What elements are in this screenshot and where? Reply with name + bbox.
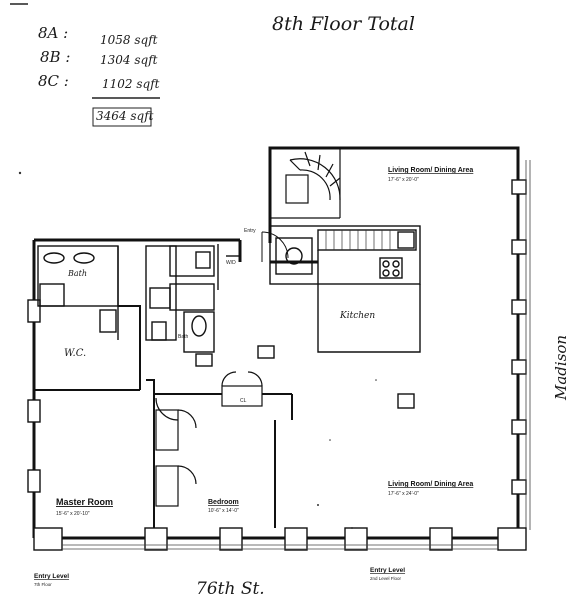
entry-label: Entry bbox=[244, 228, 256, 234]
bath2-label: Bath bbox=[178, 334, 189, 340]
entry-level-left-title: Entry Level bbox=[34, 573, 69, 580]
kitchen-cabinets bbox=[325, 230, 391, 250]
total-box bbox=[92, 107, 152, 127]
right-windows bbox=[525, 160, 531, 530]
living-room-top-dim: 17'-6" x 20'-0" bbox=[388, 177, 419, 183]
bottom-facade-piers bbox=[33, 527, 527, 551]
bedroom-label: Bedroom bbox=[208, 499, 239, 506]
unit-8c-label: 8C : bbox=[38, 72, 69, 90]
bath-cluster bbox=[37, 244, 240, 367]
structural-columns bbox=[257, 345, 415, 409]
bedroom-dim: 10'-6" x 14'-0" bbox=[208, 508, 239, 514]
street-east: Madison bbox=[552, 335, 570, 401]
total-area: 3464 sqft bbox=[96, 109, 154, 123]
level-labels: Entry Level 7th Floor Entry Level 2nd Le… bbox=[34, 567, 405, 587]
spiral-stair bbox=[270, 148, 341, 219]
master-room-label: Master Room bbox=[56, 497, 113, 507]
bath-label: Bath bbox=[67, 269, 87, 278]
unit-8c-area: 1102 sqft bbox=[102, 77, 160, 91]
entry-level-right-title: Entry Level bbox=[370, 567, 405, 574]
notes-title: 8th Floor Total bbox=[272, 13, 415, 35]
wc-label: W.C. bbox=[64, 348, 86, 359]
living-room-bottom-dim: 17'-6" x 24'-0" bbox=[388, 491, 419, 497]
entry-door bbox=[261, 231, 289, 262]
street-south: 76th St. bbox=[196, 579, 265, 599]
unit-8a-area: 1058 sqft bbox=[100, 33, 158, 47]
wd-label: W/D bbox=[226, 260, 236, 266]
unit-8b-label: 8B : bbox=[40, 48, 70, 66]
living-room-top-label: Living Room/ Dining Area bbox=[388, 167, 473, 174]
interior-walls bbox=[34, 305, 293, 528]
left-facade-piers bbox=[27, 299, 41, 493]
unit-8a-label: 8A : bbox=[38, 24, 68, 42]
bottom-windows bbox=[62, 544, 498, 550]
kitchen-block bbox=[269, 225, 421, 353]
closet-label: CL bbox=[240, 398, 247, 404]
entry-level-left-sub: 7th Floor bbox=[34, 582, 52, 587]
kitchen-label: Kitchen bbox=[339, 311, 375, 321]
scan-specks bbox=[18, 171, 377, 529]
room-labels: Living Room/ Dining Area 17'-6" x 20'-0"… bbox=[56, 167, 473, 517]
bedroom-closets bbox=[155, 371, 263, 507]
master-room-dim: 15'-6" x 20'-10" bbox=[56, 511, 90, 517]
unit-8b-area: 1304 sqft bbox=[100, 53, 158, 67]
living-room-bottom-label: Living Room/ Dining Area bbox=[388, 481, 473, 488]
area-notes: 8th Floor Total 8A : 1058 sqft 8B : 1304… bbox=[10, 3, 415, 127]
entry-level-right-sub: 2nd Level Floor bbox=[370, 576, 402, 581]
